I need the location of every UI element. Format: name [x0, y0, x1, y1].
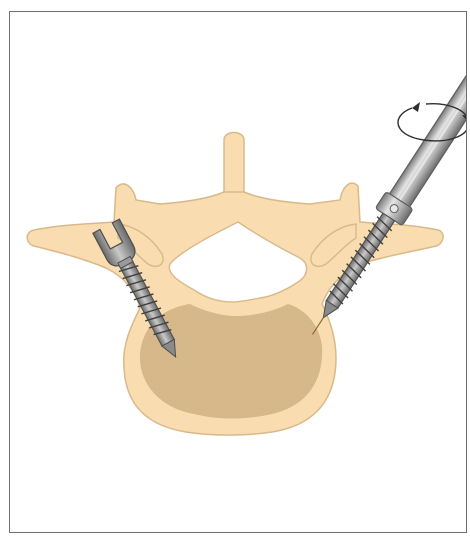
- spinous-process: [224, 133, 244, 195]
- vertebra-diagram: [10, 12, 467, 533]
- figure-frame: [9, 11, 467, 533]
- vertebra: [27, 133, 443, 436]
